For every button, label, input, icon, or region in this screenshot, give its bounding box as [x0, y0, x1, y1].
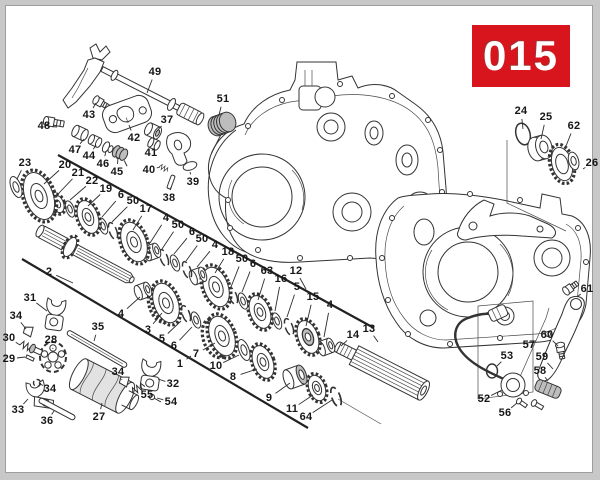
selector-drum-art	[68, 358, 140, 414]
engine-mount-bracket-art	[457, 199, 556, 241]
output-shaft-art	[334, 341, 430, 401]
main-shaft-stack-art	[35, 224, 345, 409]
gearbox-main-shaft-art	[35, 224, 135, 284]
shift-fork-art	[44, 297, 67, 332]
return-spring-art	[207, 111, 237, 154]
table-number-text: 015	[482, 32, 560, 79]
shift-fork-art	[139, 358, 162, 392]
sprocket-group-art	[514, 122, 580, 186]
gearshift-shaft-group-art	[42, 43, 237, 190]
lever-sensor-group-art	[454, 278, 585, 411]
assembly-axis-lines	[21, 140, 567, 429]
countershaft-stack-art	[7, 163, 337, 361]
table-number-badge: 015	[472, 25, 570, 87]
selector-drum-group-art	[18, 297, 162, 421]
